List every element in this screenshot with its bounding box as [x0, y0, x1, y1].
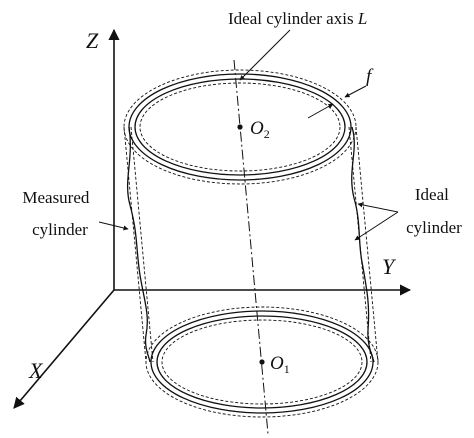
bottom-center-label: O1 — [270, 353, 290, 376]
left-ideal-inner-wall — [130, 126, 154, 363]
y-axis-label: Y — [382, 254, 397, 279]
left-ideal-outer-wall — [123, 126, 147, 363]
ideal-leader-upper — [357, 202, 399, 213]
right-ideal-inner-wall — [348, 126, 372, 363]
bottom-measured-inner — [156, 315, 368, 409]
side-walls — [123, 126, 379, 363]
left-measured-wall — [126, 126, 151, 363]
top-center-point — [237, 124, 243, 130]
top-center-label: O2 — [250, 118, 270, 141]
z-axis-label: Z — [86, 28, 99, 53]
measured-leader — [98, 221, 129, 231]
tolerance-leader-out — [307, 103, 334, 119]
bottom-center-point — [259, 359, 265, 365]
tolerance-label: f — [366, 66, 374, 87]
bottom-measured-outer — [150, 310, 374, 414]
leader-lines — [98, 29, 399, 241]
coordinate-axes — [13, 28, 412, 409]
x-axis-line — [13, 289, 115, 409]
ideal-leader-lower — [354, 211, 399, 241]
ideal-cylinder-label: Ideal cylinder — [406, 185, 462, 237]
axis-leader — [239, 29, 291, 81]
bottom-ideal-inner — [161, 319, 363, 405]
measured-cylinder-label: Measured cylinder — [22, 188, 93, 239]
right-measured-wall — [351, 126, 375, 363]
x-axis-label: X — [28, 358, 44, 383]
axis-label: Ideal cylinder axis L — [228, 9, 367, 28]
right-ideal-outer-wall — [355, 126, 379, 363]
top-ideal-inner — [139, 82, 341, 172]
ideal-axis-line — [233, 59, 269, 435]
tolerance-leader-in — [344, 85, 367, 98]
